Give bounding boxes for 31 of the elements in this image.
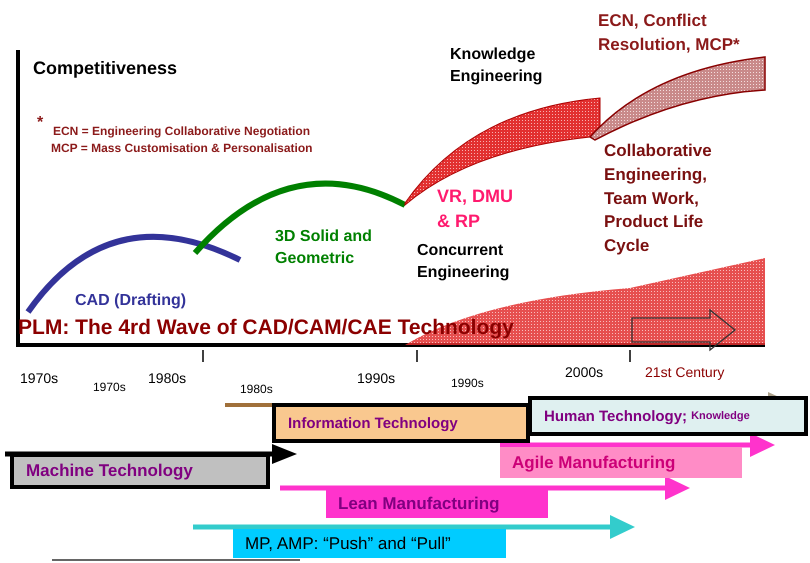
bar-label: Human Technology; <box>544 408 688 424</box>
curve-label: Concurrent Engineering <box>417 241 510 284</box>
curve-label: VR, DMU & RP <box>437 185 514 234</box>
year-label: 1990s <box>451 376 484 390</box>
timeline-bar <box>272 403 530 443</box>
footnote-text: ECN = Engineering Collaborative Negotiation <box>53 124 310 138</box>
curve-label: Collaborative Engineering, Team Work, Product Life Cycle <box>604 140 713 258</box>
bar-label: MP, AMP: “Push” and “Pull” <box>245 534 451 554</box>
bar-label: Machine Technology <box>26 461 193 481</box>
axis-title: Competitiveness <box>33 58 178 79</box>
bar-label: Lean Manufacturing <box>338 494 500 514</box>
timeline-bar <box>528 396 808 436</box>
bar-label: Agile Manufacturing <box>512 452 676 472</box>
year-label: 2000s <box>565 364 604 380</box>
bar-label: Knowledge <box>691 410 750 422</box>
year-label: 1980s <box>240 382 273 396</box>
year-label: 1970s <box>20 370 58 386</box>
year-label: 21st Century <box>645 364 724 380</box>
bar-label: Information Technology <box>288 414 458 432</box>
curve-label: ECN, Conflict Resolution, MCP* <box>598 10 741 56</box>
year-label: 1990s <box>357 370 396 386</box>
curve-label: CAD (Drafting) <box>75 292 186 310</box>
timeline-bar <box>326 490 548 518</box>
curve-label: Knowledge Engineering <box>450 45 544 88</box>
year-label: 1980s <box>148 370 186 386</box>
curve-label: 3D Solid and Geometric <box>275 227 373 270</box>
footnote-mark: * <box>37 114 44 132</box>
year-label: 1970s <box>93 380 126 394</box>
timeline-bar <box>233 529 506 558</box>
timeline-bar <box>500 447 742 478</box>
footnote-text: MCP = Mass Customisation & Personalisation <box>51 141 313 155</box>
